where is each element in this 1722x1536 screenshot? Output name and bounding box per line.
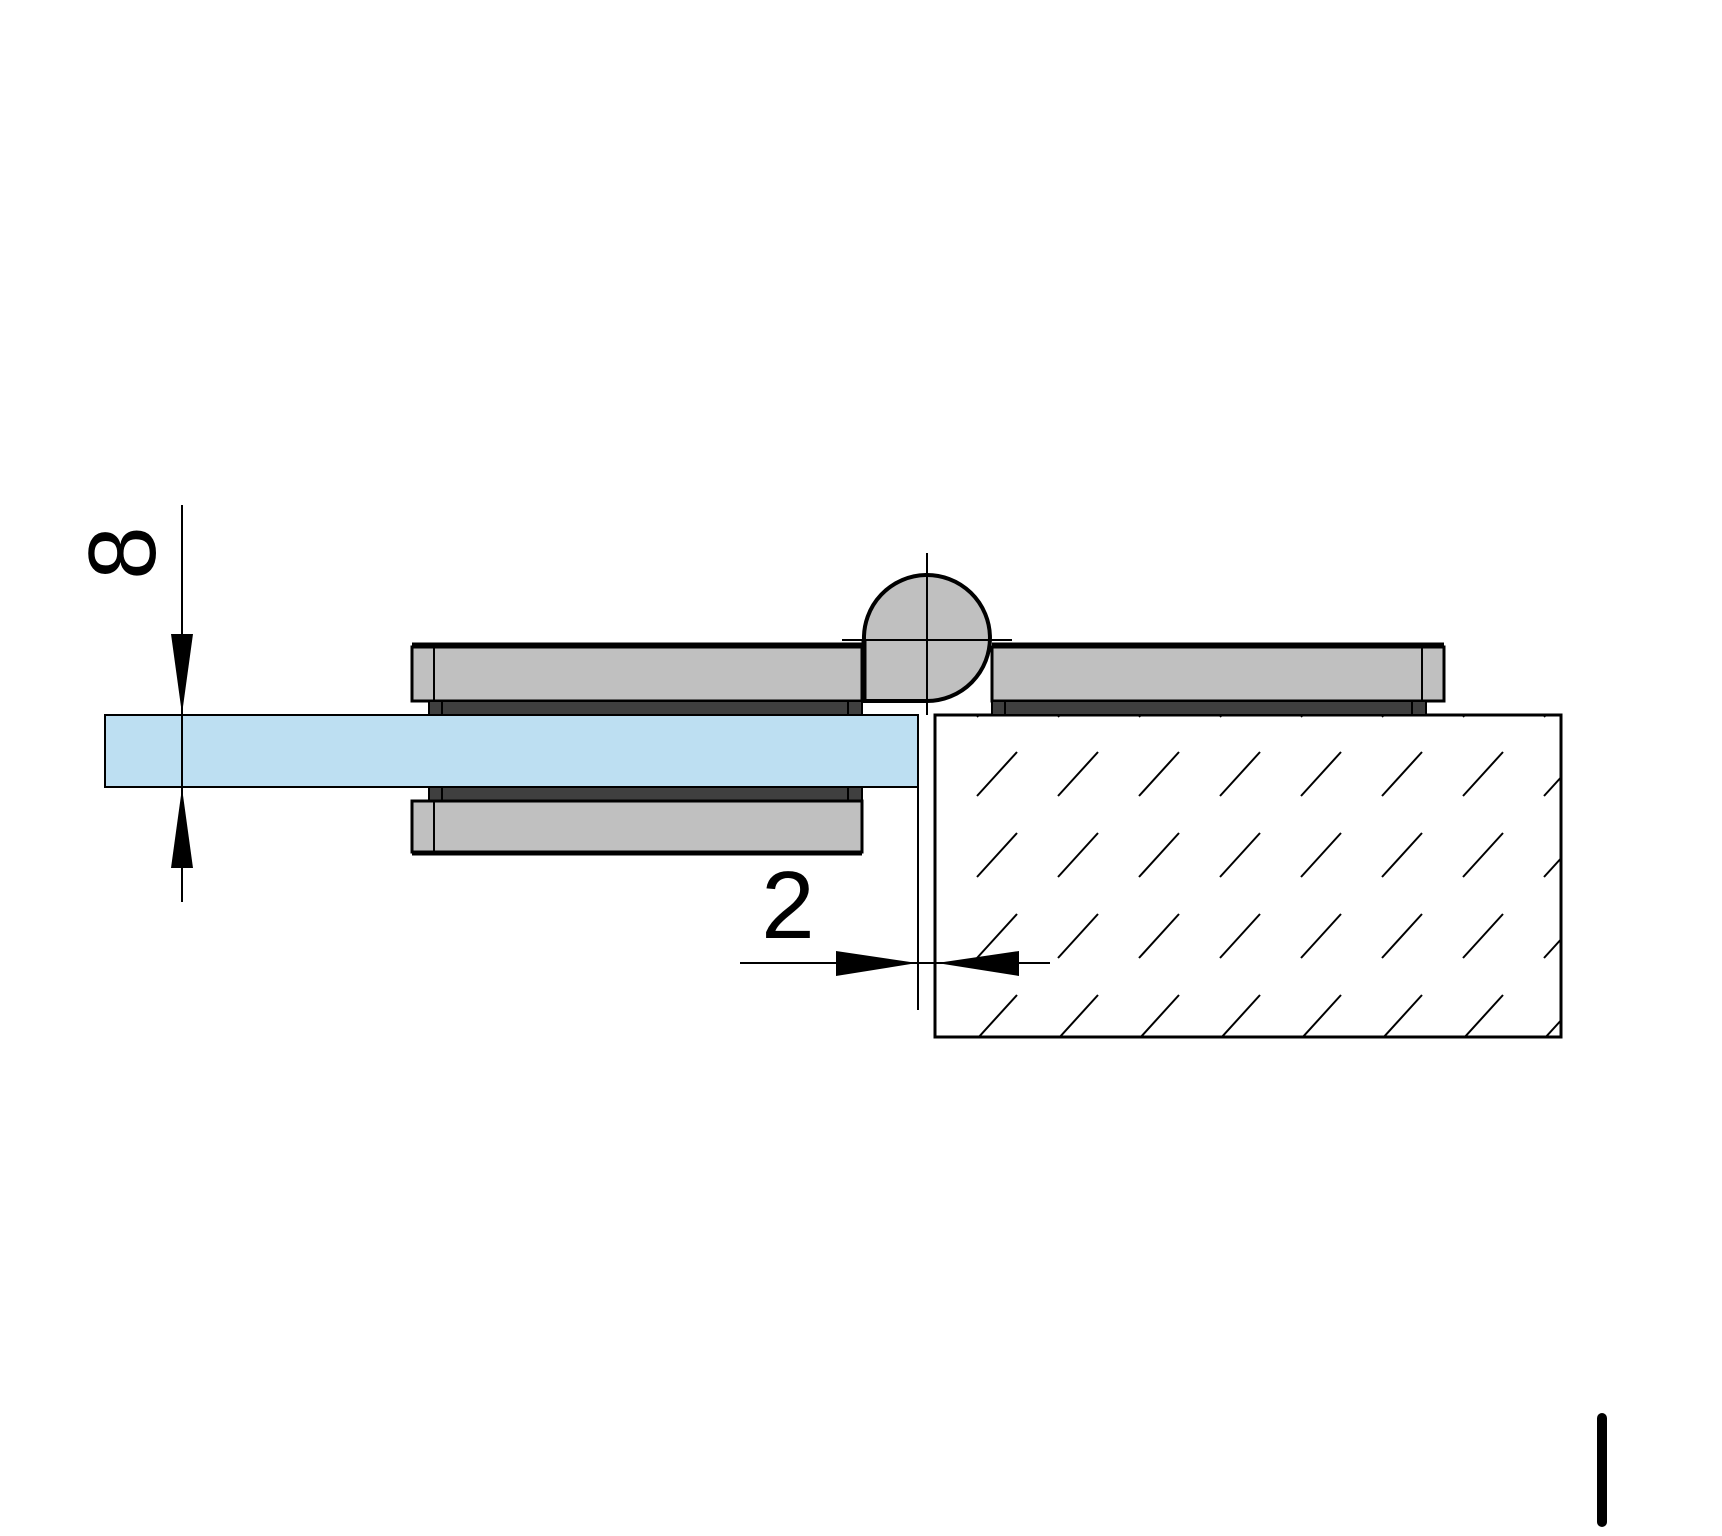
hatch-line: [1381, 832, 1423, 878]
wall-block: [933, 713, 1563, 1039]
upper-right-plate: [990, 642, 1446, 703]
hatch-line: [976, 913, 1018, 959]
dimension-gap: 2: [740, 717, 1050, 1010]
arrow-left-icon: [937, 951, 1019, 976]
arrow-right-icon: [836, 951, 917, 976]
hatch-line: [1462, 832, 1504, 878]
dimension-glass-thickness: 8: [69, 505, 193, 902]
gaskets: [428, 700, 1427, 802]
hatch-line: [1543, 937, 1561, 959]
hatch-line: [1057, 751, 1099, 797]
glass-pane: [104, 714, 919, 788]
hatch-line: [1463, 994, 1504, 1037]
hatch-line: [976, 751, 1018, 797]
hatch-line: [1462, 751, 1504, 797]
hatch-line: [1543, 856, 1561, 878]
hatch-line: [1057, 832, 1099, 878]
hatch-line: [1138, 751, 1180, 797]
arrow-down-icon: [171, 634, 193, 714]
hatch-line: [1219, 832, 1261, 878]
hatch-line: [1220, 994, 1261, 1037]
hatch-line: [1219, 913, 1261, 959]
hatch-line: [1219, 751, 1261, 797]
hatch-line: [1381, 751, 1423, 797]
hatch-line: [1139, 994, 1180, 1037]
hatch-line: [1543, 715, 1548, 718]
hatch-line: [1300, 913, 1342, 959]
hatch-line: [1381, 913, 1423, 959]
gap-label: 2: [761, 852, 814, 959]
hatch-line: [1138, 832, 1180, 878]
hatch-line: [1058, 994, 1099, 1037]
gasket-bottom-left: [428, 786, 863, 802]
hatch-line: [1462, 913, 1504, 959]
hatch-line: [1382, 994, 1423, 1037]
gasket-top-right: [991, 700, 1427, 716]
hatch-line: [1300, 751, 1342, 797]
hatch-line: [1544, 1018, 1561, 1037]
wall-outline: [933, 713, 1563, 1039]
hatch-line: [976, 832, 1018, 878]
hatch-line: [1300, 832, 1342, 878]
hatch-line: [1462, 715, 1467, 718]
hatch-line: [1301, 994, 1342, 1037]
lower-left-plate: [410, 799, 864, 856]
glass-thickness-label: 8: [69, 526, 176, 579]
wall-hatching: [976, 715, 1561, 1037]
upper-left-plate: [410, 642, 864, 703]
hatch-line: [1057, 913, 1099, 959]
hatch-line: [1543, 775, 1561, 797]
centerline-cross-icon: [842, 553, 1012, 715]
gasket-top-left: [428, 700, 863, 716]
hatch-line: [977, 994, 1018, 1037]
arrow-up-icon: [171, 788, 193, 868]
hatch-line: [1138, 913, 1180, 959]
